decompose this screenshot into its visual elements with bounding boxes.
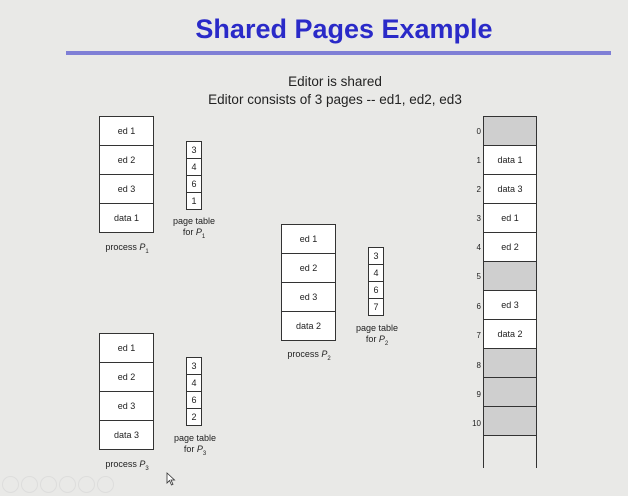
memory-frame (483, 261, 537, 291)
memory-frame: data 2 (483, 319, 537, 349)
page-table-p1-label-line-1: page table (172, 216, 216, 226)
process-p3-label-text: process (105, 459, 140, 469)
frame-index: 2 (476, 185, 481, 194)
p3-table-entry: 4 (186, 374, 202, 392)
memory-frame: ed 3 (483, 290, 537, 320)
p3-page: ed 1 (99, 333, 154, 363)
physical-memory: data 1 data 3 ed 1 ed 2 ed 3 data 2 (483, 116, 537, 436)
process-p2-subscript: 2 (327, 355, 331, 362)
p2-page: ed 3 (281, 282, 336, 312)
frame-index: 6 (476, 302, 481, 311)
page-table-p3-subscript: 3 (202, 450, 207, 457)
p1-page: data 1 (99, 203, 154, 233)
slide-title: Shared Pages Example (195, 14, 493, 44)
frame-index: 0 (476, 127, 481, 136)
p3-table-entry: 6 (186, 391, 202, 409)
process-p2-symbol: P (321, 349, 328, 359)
process-p1-label: process P1 (95, 242, 159, 258)
subtitle-line-1: Editor is shared (288, 74, 382, 89)
p1-table-entry: 3 (186, 141, 202, 159)
p2-page: ed 1 (281, 224, 336, 254)
page-table-p2-symbol: P (378, 334, 385, 344)
nav-pen-icon[interactable] (40, 476, 57, 493)
page-table-p1-label-for: for (182, 227, 196, 237)
nav-menu-icon[interactable] (59, 476, 76, 493)
page-table-p1-label-line-2: for P1 (166, 227, 222, 243)
memory-frame: data 1 (483, 145, 537, 175)
frame-index: 4 (476, 243, 481, 252)
slide-nav-controls[interactable] (2, 476, 114, 493)
p3-page: ed 3 (99, 391, 154, 421)
mouse-cursor-icon (166, 472, 176, 486)
p2-table-entry: 4 (368, 264, 384, 282)
process-p2-label: process P2 (277, 349, 341, 365)
subtitle-line-2: Editor consists of 3 pages -- ed1, ed2, … (208, 92, 462, 107)
page-table-p1: 3 4 6 1 (186, 141, 202, 210)
process-p1-label-text: process (105, 242, 140, 252)
p3-page: data 3 (99, 420, 154, 450)
p2-table-entry: 7 (368, 298, 384, 316)
page-table-p2-label-line-1: page table (355, 323, 399, 333)
p1-page: ed 1 (99, 116, 154, 146)
memory-frame (483, 116, 537, 146)
process-p1-subscript: 1 (145, 248, 149, 255)
nav-more-icon[interactable] (97, 476, 114, 493)
p3-table-entry: 3 (186, 357, 202, 375)
nav-back-icon[interactable] (2, 476, 19, 493)
process-p3-symbol: P (139, 459, 146, 469)
process-p2-label-text: process (287, 349, 322, 359)
page-table-p1-subscript: 1 (201, 233, 206, 240)
p1-table-entry: 6 (186, 175, 202, 193)
page-table-p2-label-for: for (365, 334, 379, 344)
page-table-p3-label-for: for (183, 444, 197, 454)
frame-index: 7 (476, 331, 481, 340)
page-table-p2-subscript: 2 (384, 340, 389, 347)
memory-frame (483, 377, 537, 407)
p2-page: data 2 (281, 311, 336, 341)
process-p3-label: process P3 (95, 459, 159, 475)
page-table-p3-symbol: P (196, 444, 203, 454)
frame-index: 8 (476, 361, 481, 370)
page-table-p3-label-line-1: page table (173, 433, 217, 443)
memory-frame: ed 1 (483, 203, 537, 233)
memory-frame: data 3 (483, 174, 537, 204)
memory-frame (483, 348, 537, 378)
frame-index: 5 (476, 272, 481, 281)
frame-index: 9 (476, 390, 481, 399)
p3-page: ed 2 (99, 362, 154, 392)
page-table-p3: 3 4 6 2 (186, 357, 202, 426)
p2-table-entry: 3 (368, 247, 384, 265)
p1-table-entry: 1 (186, 192, 202, 210)
memory-frame: ed 2 (483, 232, 537, 262)
p1-page: ed 3 (99, 174, 154, 204)
p2-table-entry: 6 (368, 281, 384, 299)
page-table-p1-symbol: P (195, 227, 202, 237)
process-p3-pages: ed 1 ed 2 ed 3 data 3 (99, 333, 154, 450)
process-p3-subscript: 3 (145, 465, 149, 472)
frame-index: 3 (476, 214, 481, 223)
page-table-p2-label-line-2: for P2 (348, 334, 406, 350)
page-table-p2: 3 4 6 7 (368, 247, 384, 316)
frame-index: 10 (472, 419, 481, 428)
frame-index: 1 (476, 156, 481, 165)
p1-table-entry: 4 (186, 158, 202, 176)
memory-frame (483, 406, 537, 436)
nav-forward-icon[interactable] (21, 476, 38, 493)
title-underline (66, 51, 611, 55)
p3-table-entry: 2 (186, 408, 202, 426)
p2-page: ed 2 (281, 253, 336, 283)
process-p2-pages: ed 1 ed 2 ed 3 data 2 (281, 224, 336, 341)
page-table-p3-label-line-2: for P3 (166, 444, 224, 460)
nav-zoom-icon[interactable] (78, 476, 95, 493)
process-p1-symbol: P (139, 242, 146, 252)
process-p1-pages: ed 1 ed 2 ed 3 data 1 (99, 116, 154, 233)
p1-page: ed 2 (99, 145, 154, 175)
